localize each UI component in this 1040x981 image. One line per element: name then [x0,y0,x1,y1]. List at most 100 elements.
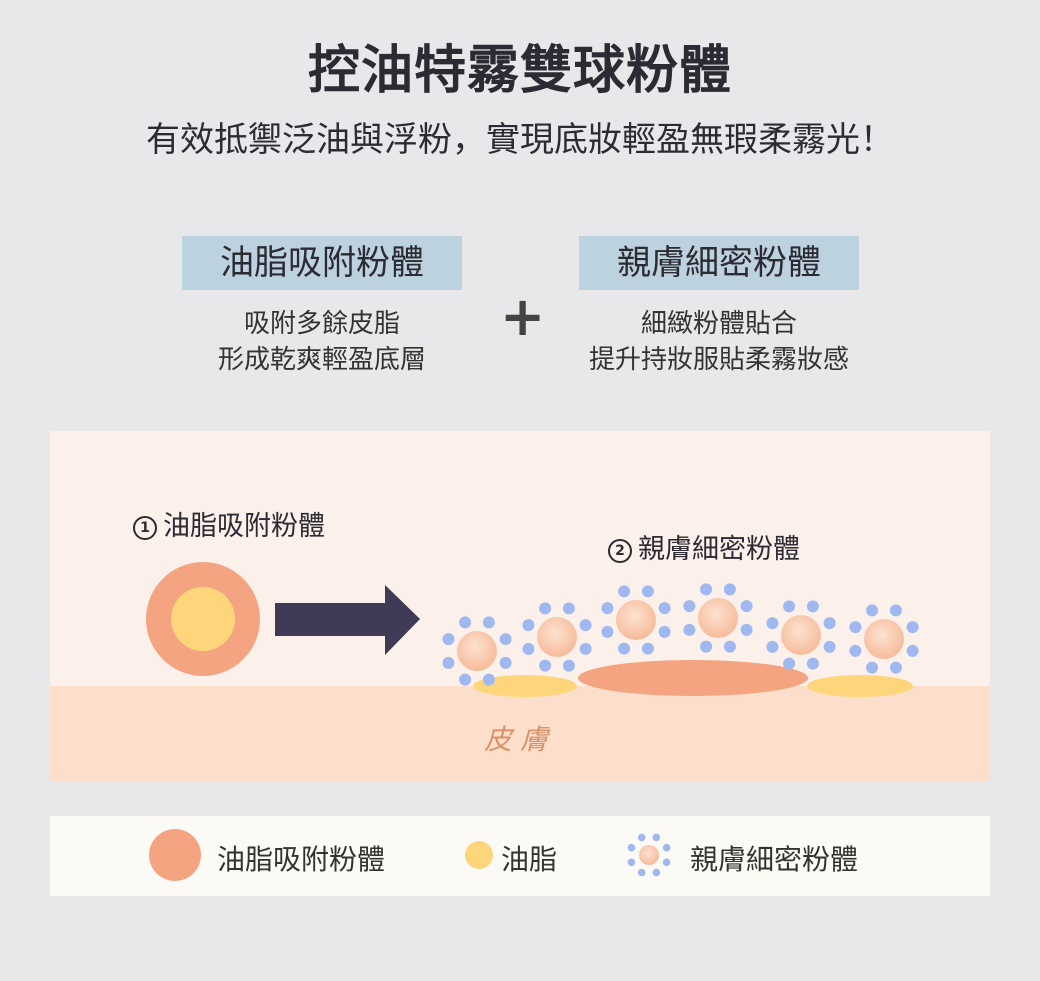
fine-particle-dot [662,843,671,852]
fine-particle-core [698,598,738,638]
fine-particle-dot [889,661,902,674]
feature-desc-line: 提升持妝服貼柔霧妝感 [588,345,849,375]
fine-particle-dot [459,616,472,629]
fine-particle-dot [906,644,919,657]
fine-particle-core [457,631,497,671]
fine-particle-cluster [442,616,512,686]
fine-particle-dot [658,602,671,615]
legend-bar: 油脂吸附粉體 油脂 親膚細密粉體 [50,816,990,896]
fine-particle-dot [637,833,646,842]
fine-particle-core [864,619,904,659]
fine-particle-dot [849,644,862,657]
fine-particle-dot [459,673,472,686]
fine-particle-dot [579,619,592,632]
fine-particle-dot [766,617,779,630]
fine-particle-dot [442,656,455,669]
fine-particle-dot [806,600,819,613]
plus-sign: + [500,285,546,348]
fine-particle-dot [700,583,713,596]
fine-particle-dot [618,585,631,598]
fine-particle-dot [866,604,879,617]
fine-particle-dot [522,619,535,632]
skin-layer [50,686,990,781]
oil-absorbing-particle-icon [149,829,201,881]
fine-particle-dot [539,659,552,672]
skin-fine-particle-icon [627,833,671,877]
fine-particle-dot [740,600,753,613]
oil-pool-right [807,675,913,697]
fine-particle-dot [783,600,796,613]
fine-particle-cluster [683,583,753,653]
fine-particle-dot [683,623,696,636]
fine-particle-dot [627,858,636,867]
step1-number: 1 [133,516,157,540]
fine-particle-dot [700,640,713,653]
fine-particle-core [537,617,577,657]
fine-particle-dot [601,625,614,638]
fine-particle-dot [906,621,919,634]
fine-particle-dot [499,656,512,669]
fine-particle-dot [740,623,753,636]
fine-particle-cluster [601,585,671,655]
fine-particle-dot [637,868,646,877]
fine-particle-core [781,615,821,655]
feature-desc-line: 形成乾爽輕盈底層 [217,345,426,375]
page-title: 控油特霧雙球粉體 [307,41,732,101]
fine-particle-cluster [849,604,919,674]
fine-particle-dot [442,633,455,646]
fine-particle-dot [618,642,631,655]
fine-particle-dot [522,642,535,655]
fine-particle-dot [562,659,575,672]
skin-label: 皮膚 [483,723,556,756]
fine-particle-core [616,600,656,640]
fine-particle-dot [627,843,636,852]
feature-desc-skin-fine: 細緻粉體貼合 提升持妝服貼柔霧妝感 [559,306,879,378]
fine-particle-dot [539,602,552,615]
fine-particle-dot [482,673,495,686]
fine-particle-core [639,845,659,865]
fine-particle-dot [806,657,819,670]
fine-particle-dot [823,617,836,630]
fine-particle-dot [652,833,661,842]
fine-particle-cluster [522,602,592,672]
fine-particle-dot [601,602,614,615]
step2-number: 2 [608,539,632,563]
fine-particle-dot [723,640,736,653]
legend-icons [149,829,671,881]
diagram-illustration [146,562,919,697]
oil-absorbing-layer [578,660,808,696]
fine-particle-dot [849,621,862,634]
legend-label-oil: 油脂 [501,843,558,876]
fine-particle-dot [662,858,671,867]
feature-tag-skin-fine: 親膚細密粉體 [579,236,859,290]
fine-particle-dot [579,642,592,655]
arrow-icon [275,585,420,655]
step1-text: 油脂吸附粉體 [163,511,325,542]
feature-desc-line: 細緻粉體貼合 [640,309,797,339]
feature-desc-oil-absorbing: 吸附多餘皮脂 形成乾爽輕盈底層 [162,306,482,378]
page-subtitle: 有效抵禦泛油與浮粉，實現底妝輕盈無瑕柔霧光！ [146,120,894,160]
step2-text: 親膚細密粉體 [638,534,800,565]
fine-particle-dot [658,625,671,638]
oil-absorbing-particle-core [171,587,235,651]
legend-label-skin-fine: 親膚細密粉體 [690,843,859,876]
fine-particle-dot [499,633,512,646]
fine-particle-dot [723,583,736,596]
fine-particle-dot [683,600,696,613]
legend-label-oil-absorbing: 油脂吸附粉體 [217,843,386,876]
feature-desc-line: 吸附多餘皮脂 [243,309,400,339]
fine-particle-dot [766,640,779,653]
oil-dot-icon [465,841,493,869]
oil-pool-left [473,675,577,697]
fine-particle-dot [641,642,654,655]
fine-particle-dot [866,661,879,674]
fine-particle-dot [641,585,654,598]
fine-particle-cluster-legend [627,833,671,877]
fine-particle-dot [482,616,495,629]
fine-particle-dot [823,640,836,653]
fine-particle-dot [652,868,661,877]
fine-particle-dot [562,602,575,615]
